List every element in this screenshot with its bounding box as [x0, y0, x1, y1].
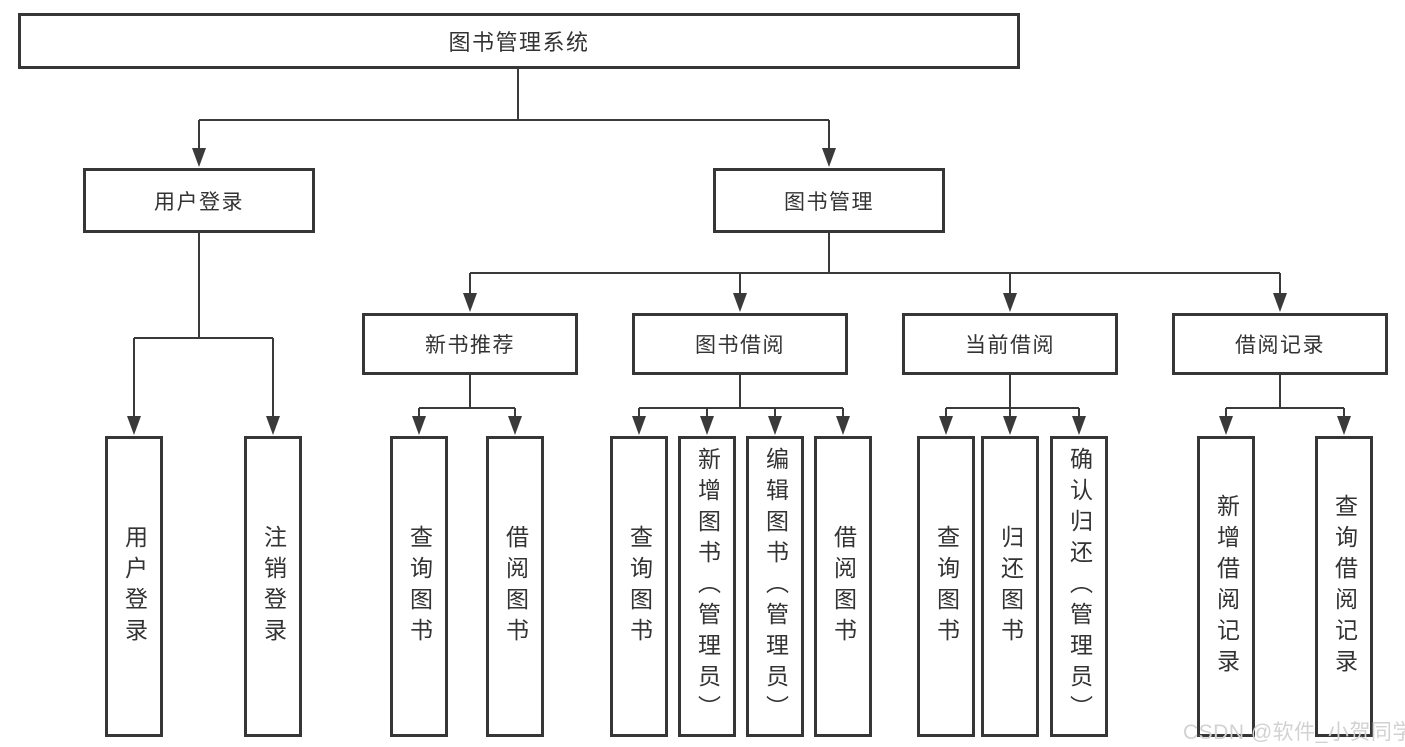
leaf-confirm-return-admin: 确认归还（管理员）: [1050, 436, 1108, 737]
leaf-return-book: 归还图书: [981, 436, 1039, 737]
leaf-add-book-admin: 新增图书（管理员）: [678, 436, 736, 737]
leaf-add-borrow-record: 新增借阅记录: [1197, 436, 1255, 737]
node-user-login: 用户登录: [83, 168, 315, 233]
leaf-user-login: 用户登录: [105, 436, 163, 737]
leaf-query-books-borrow: 查询图书: [610, 436, 668, 737]
leaf-borrow-books: 借阅图书: [814, 436, 872, 737]
leaf-logout: 注销登录: [244, 436, 302, 737]
leaf-borrow-books-recommend: 借阅图书: [486, 436, 544, 737]
node-book-borrowing: 图书借阅: [632, 313, 848, 375]
leaf-query-books-current: 查询图书: [917, 436, 975, 737]
node-borrowing-records: 借阅记录: [1172, 313, 1388, 375]
leaf-edit-book-admin: 编辑图书（管理员）: [746, 436, 804, 737]
node-book-management: 图书管理: [713, 168, 945, 233]
node-new-book-recommendation: 新书推荐: [362, 313, 578, 375]
leaf-query-books-recommend: 查询图书: [390, 436, 448, 737]
tree-edges: [133, 69, 1345, 421]
leaf-query-borrow-record: 查询借阅记录: [1315, 436, 1373, 737]
node-current-borrowing: 当前借阅: [902, 313, 1118, 375]
arrowhead-icons: [127, 148, 1351, 435]
csdn-watermark: CSDN @软件_小贺同学: [1183, 721, 1405, 744]
node-library-management-system: 图书管理系统: [18, 13, 1020, 69]
